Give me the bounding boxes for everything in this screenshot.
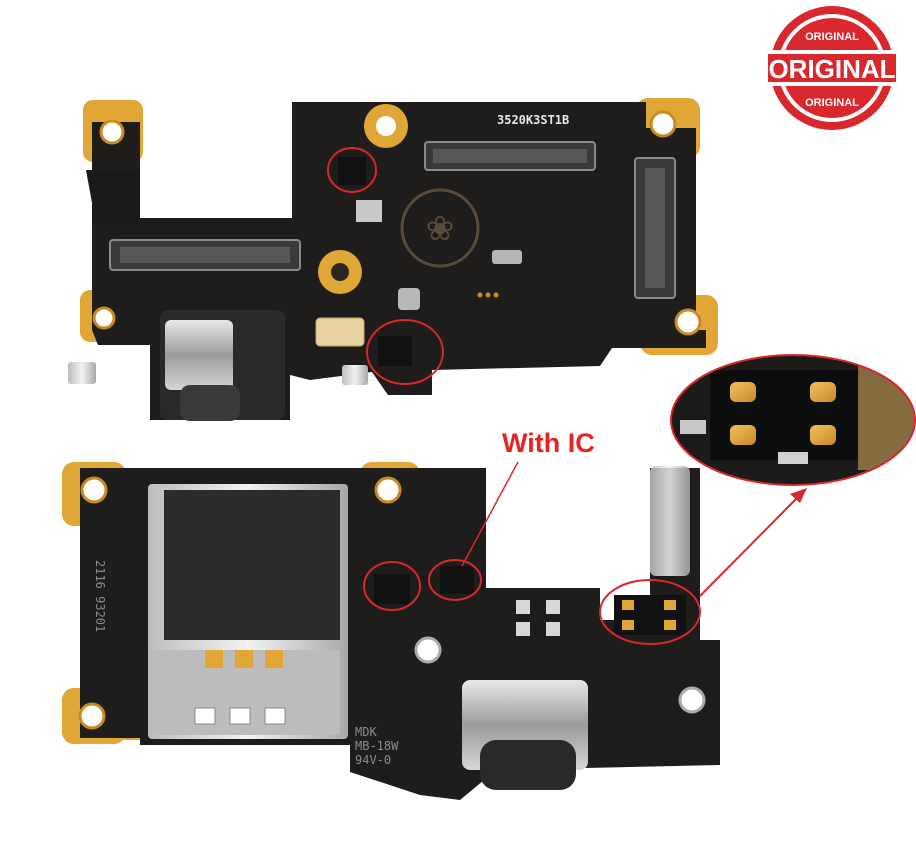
zoom-inset <box>670 354 916 486</box>
zoom-arrow-head <box>790 488 807 503</box>
with-ic-annotation: With IC <box>502 428 595 458</box>
bottom-board-marking-1: MDK <box>355 725 377 739</box>
bottom-board: 2116 93201 MDK MB-18W 94V-0 <box>62 462 720 800</box>
top-board-label: 3520K3ST1B <box>497 113 569 127</box>
badge-bottom-text: ORIGINAL <box>805 97 859 109</box>
bottom-board-marking-2: MB-18W <box>355 739 399 753</box>
zoom-arrow-line <box>699 494 801 597</box>
top-board: ❀ 3520K3ST1B <box>68 98 718 421</box>
badge-top-text: ORIGINAL <box>805 31 859 43</box>
badge-center-text: ORIGINAL <box>768 54 895 84</box>
bottom-board-marking-3: 94V-0 <box>355 753 391 767</box>
svg-text:❀: ❀ <box>426 209 455 249</box>
original-badge: ORIGINAL ORIGINAL ORIGINAL <box>764 6 900 130</box>
bottom-board-vertical-label: 2116 93201 <box>93 560 107 632</box>
annotation-pointer-line <box>461 461 519 567</box>
